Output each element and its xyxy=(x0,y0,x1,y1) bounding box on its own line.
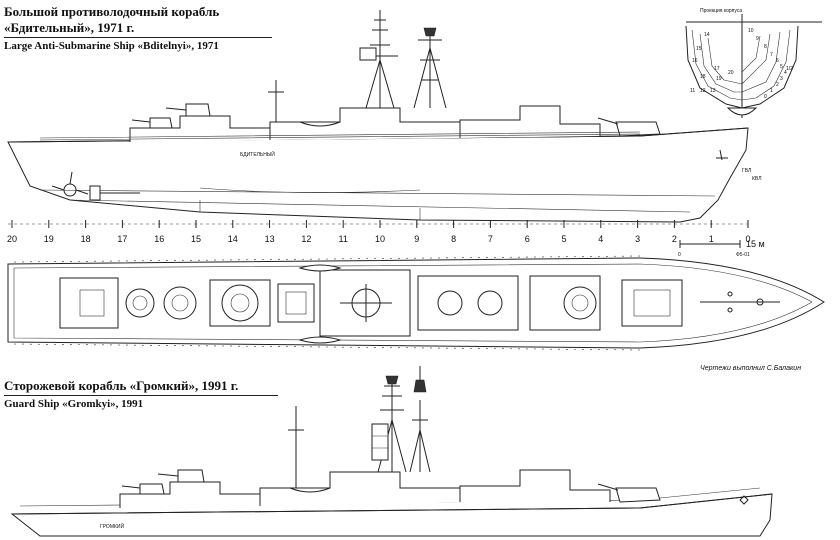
body-plan-station-14: 14 xyxy=(704,32,710,38)
station-label: 17 xyxy=(117,234,127,244)
body-plan-station-6: 6 xyxy=(776,58,779,64)
waterline-label-kvl: КВЛ xyxy=(752,176,761,182)
station-label: 12 xyxy=(301,234,311,244)
waterline-label-gvl: ГВЛ xyxy=(742,168,751,174)
ship2-profile: ГРОМКИЙ xyxy=(10,366,773,537)
station-label: 11 xyxy=(339,234,348,244)
ship1-profile: БДИТЕЛЬНЫЙ ГВЛ КВЛ xyxy=(7,10,761,223)
station-label: 7 xyxy=(488,234,493,244)
station-label: 5 xyxy=(561,234,566,244)
body-plan-station-9: 9 xyxy=(756,36,759,42)
station-label: 14 xyxy=(228,234,238,244)
body-plan-station-2: 2 xyxy=(776,82,779,88)
station-label: 2 xyxy=(672,234,677,244)
body-plan-station-5: 5 xyxy=(780,64,783,70)
ship1-title-ru-line1: Большой противолодочный корабль xyxy=(4,4,220,19)
body-plan-station-15: 15 xyxy=(696,46,702,52)
station-label: 15 xyxy=(191,234,201,244)
body-plan-station-0: 0 xyxy=(764,94,767,100)
scale-bar-code: Ф5-01 xyxy=(736,252,750,258)
body-plan-station-20: 20 xyxy=(728,70,734,76)
station-label: 6 xyxy=(525,234,530,244)
ship2-superstructure-mid xyxy=(259,471,461,506)
body-plan-title: Проекция корпуса xyxy=(700,8,742,14)
body-plan-station-11: 11 xyxy=(690,88,695,94)
ship1-propeller xyxy=(51,171,140,201)
ship1-hull-name: БДИТЕЛЬНЫЙ xyxy=(240,150,275,158)
body-plan-station-18: 18 xyxy=(700,74,706,80)
body-plan-station-half: 1/2 xyxy=(786,66,793,72)
body-plan-station-17: 17 xyxy=(714,66,720,72)
ship2-aft-mast xyxy=(288,406,304,488)
ship2-fore-mast xyxy=(409,366,431,473)
body-plan-station-8: 8 xyxy=(764,44,767,50)
ship1-title-ru-line2: «Бдительный», 1971 г. xyxy=(4,20,135,35)
ship1-aft-mast xyxy=(268,80,284,122)
body-plan-station-1: 1 xyxy=(770,88,773,94)
ship2-title-rule xyxy=(4,395,278,396)
body-plan-station-16: 16 xyxy=(692,58,698,64)
station-label: 20 xyxy=(7,234,17,244)
ship2-main-mast xyxy=(377,375,407,473)
body-plan-station-13: 13 xyxy=(710,88,716,94)
body-plan-station-19: 19 xyxy=(716,76,722,82)
ship1-fore-mast xyxy=(413,27,447,109)
body-plan-station-7: 7 xyxy=(770,52,773,58)
body-plan: Проекция корпуса 14 15 16 17 18 19 20 11… xyxy=(680,4,836,118)
ship1-hull xyxy=(7,127,749,223)
ship2-superstructure-fwd xyxy=(459,469,611,502)
scale-bar-label: 15 м xyxy=(746,239,765,249)
station-label: 1 xyxy=(709,234,714,244)
ship2-hull-name: ГРОМКИЙ xyxy=(100,522,124,530)
station-label: 8 xyxy=(451,234,456,244)
station-label: 10 xyxy=(375,234,385,244)
station-label: 13 xyxy=(265,234,275,244)
scale-bar-zero: 0 xyxy=(678,252,681,258)
ship1-title-rule xyxy=(4,37,272,38)
station-label: 16 xyxy=(154,234,164,244)
station-label: 3 xyxy=(635,234,640,244)
station-label: 19 xyxy=(44,234,54,244)
body-plan-station-12: 12 xyxy=(700,88,706,94)
drawing-credit: Чертежи выполнил С.Балакин xyxy=(700,365,802,372)
station-label: 4 xyxy=(598,234,603,244)
ship1-plan-view xyxy=(7,255,825,351)
ship1-superstructure-fwd xyxy=(459,105,601,138)
station-label: 0 xyxy=(745,234,750,244)
station-label: 9 xyxy=(414,234,419,244)
body-plan-station-3: 3 xyxy=(780,76,783,82)
ship1-superstructure-mid xyxy=(269,107,461,140)
station-label: 18 xyxy=(81,234,91,244)
ship2-title-en: Guard Ship «Gromkyi», 1991 xyxy=(4,398,144,410)
body-plan-station-4: 4 xyxy=(784,70,787,76)
ship1-title-en: Large Anti-Submarine Ship «Bditelnyi», 1… xyxy=(4,40,219,52)
ship2-title-ru: Сторожевой корабль «Громкий», 1991 г. xyxy=(4,378,239,393)
body-plan-station-10: 10 xyxy=(748,28,754,34)
